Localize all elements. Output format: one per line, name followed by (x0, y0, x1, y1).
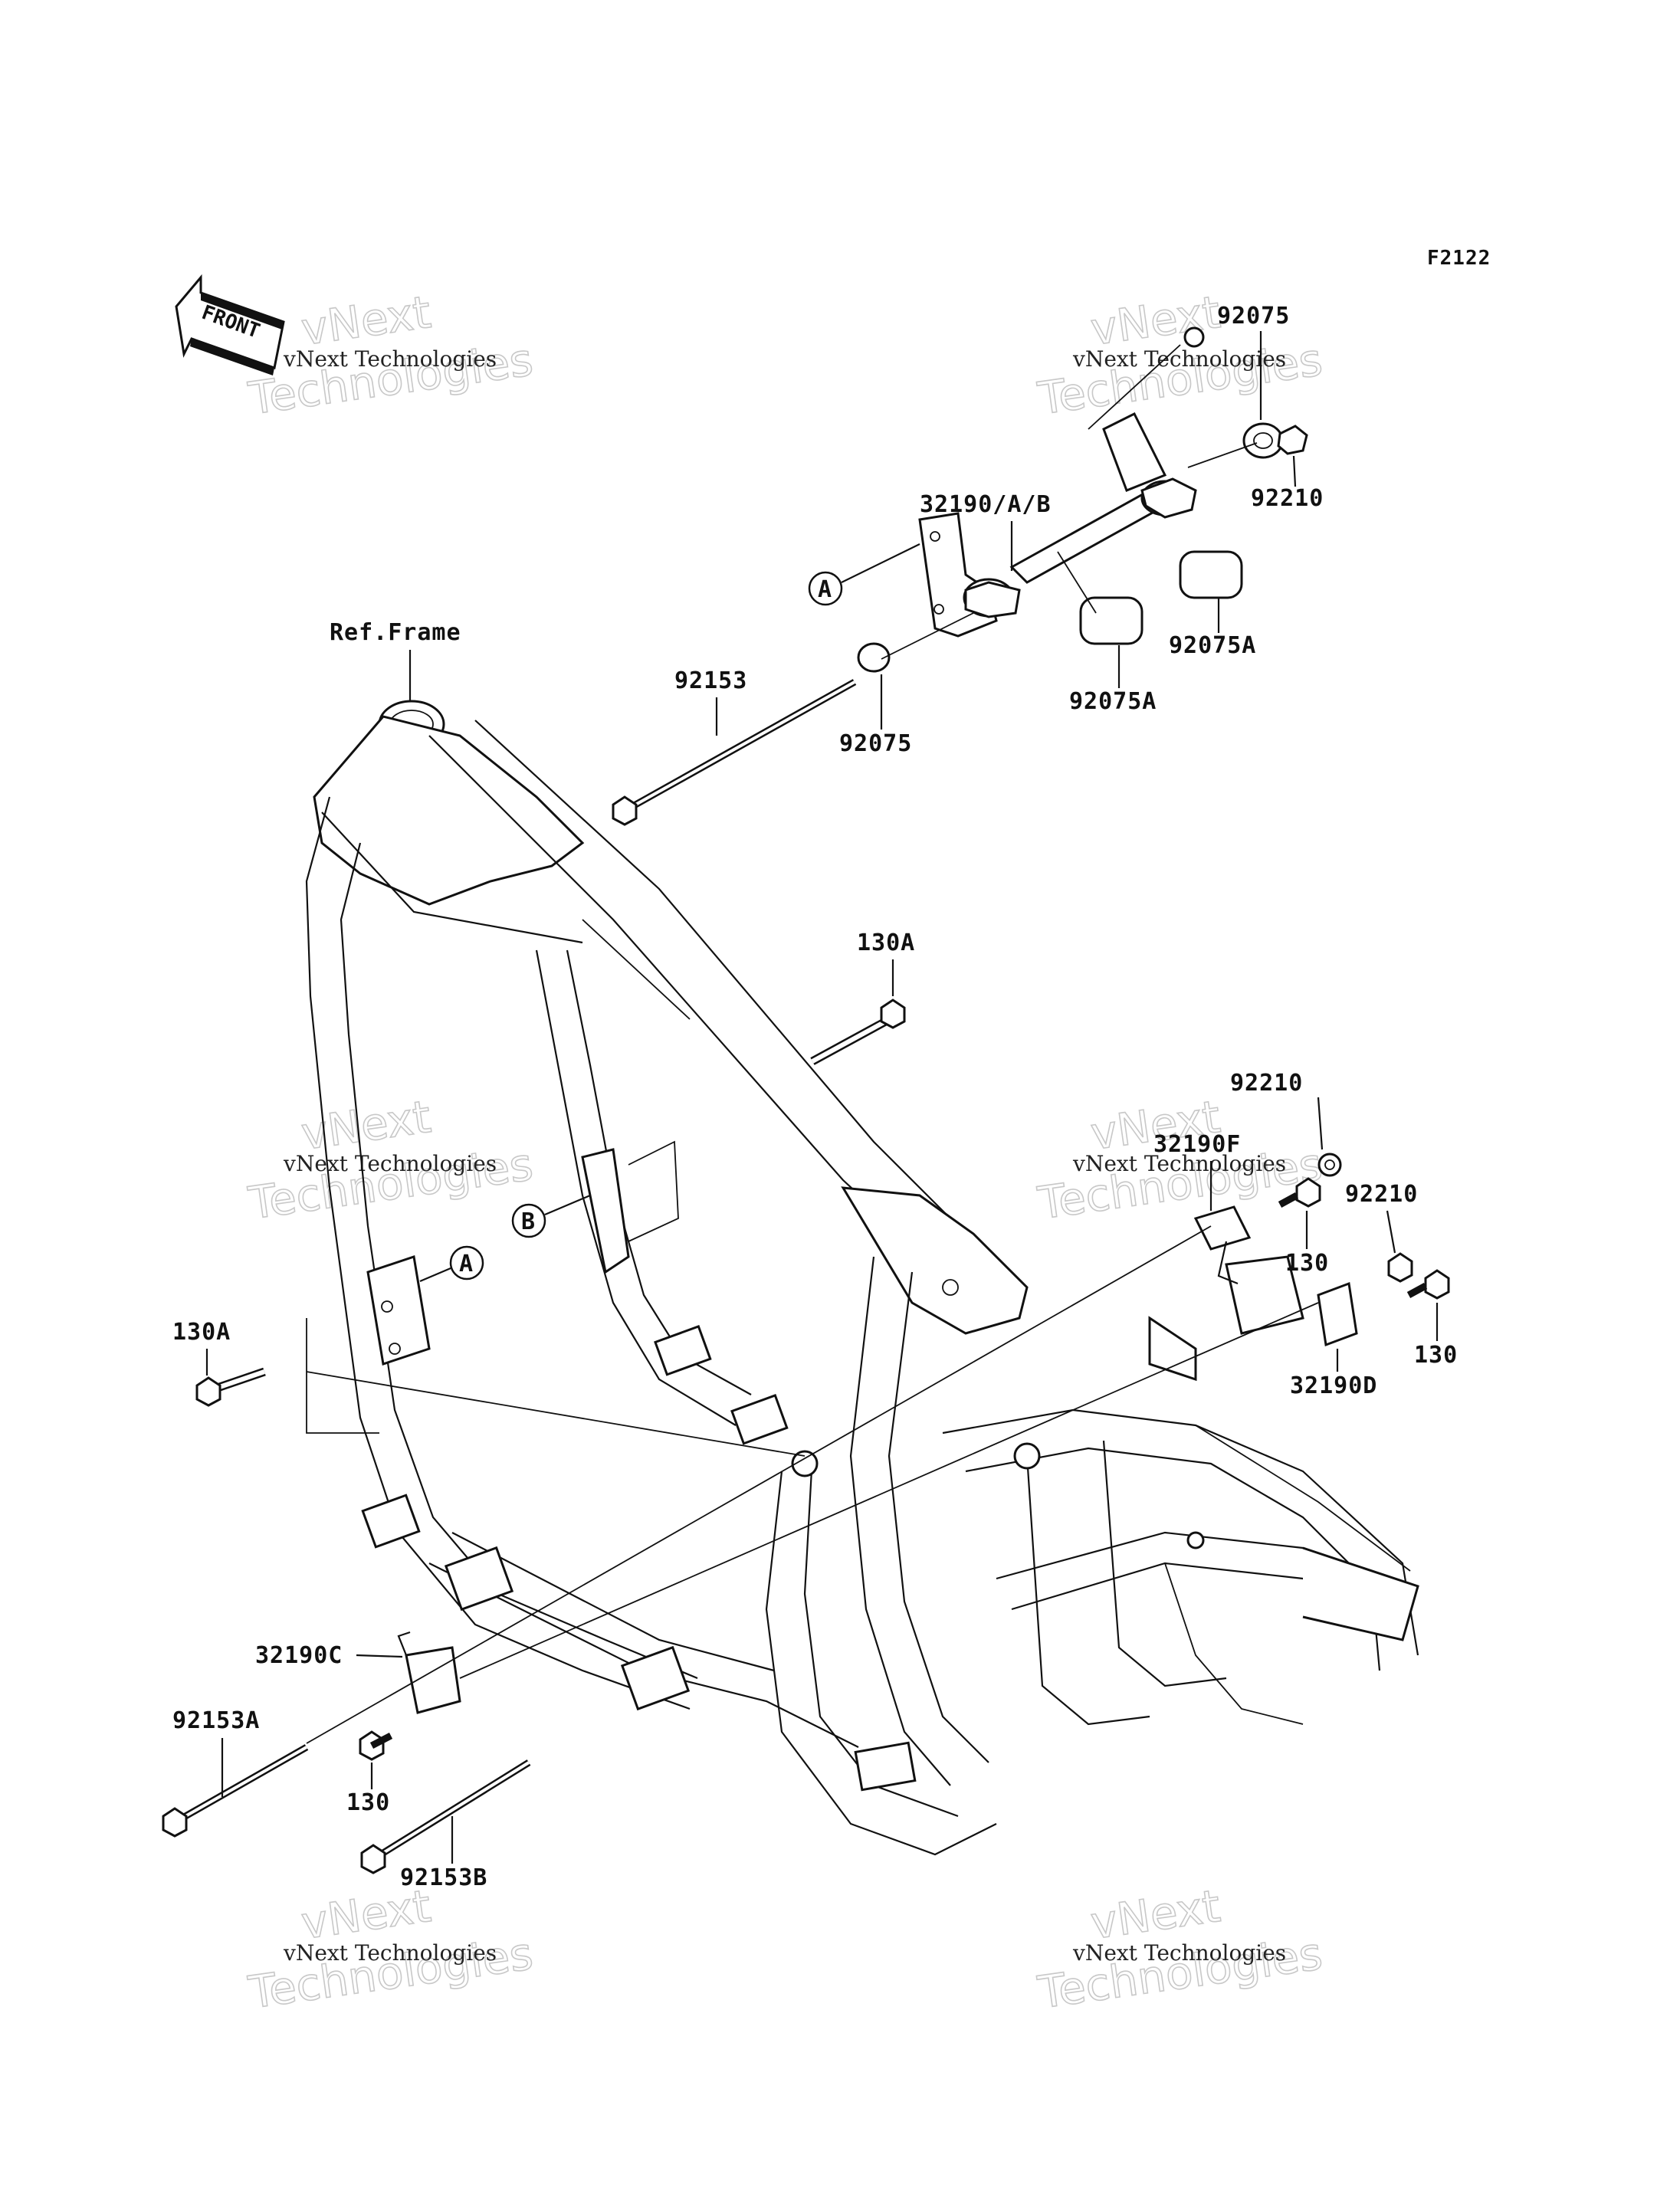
bolt-92153a (162, 1744, 309, 1838)
part-label-92075a-lower: 92075A (1069, 688, 1157, 715)
group-bracket-upper (1057, 551, 1097, 614)
nut-92210-r2 (1387, 1252, 1413, 1283)
ref-frame-label: Ref.Frame (330, 619, 461, 646)
part-label-92210-r1: 92210 (1230, 1070, 1303, 1097)
svg-text:A: A (818, 576, 832, 603)
centerlines (306, 344, 1319, 1744)
svg-text:vNext: vNext (1088, 286, 1223, 356)
group-bracket-b (628, 1140, 679, 1242)
svg-text:A: A (459, 1251, 474, 1277)
watermark-small: vNext Technologies (283, 1940, 497, 1966)
bracket-32190d (1317, 1281, 1358, 1347)
part-label-32190d: 32190D (1290, 1372, 1377, 1399)
washer-92210-r1 (1317, 1153, 1342, 1177)
watermark-small: vNext Technologies (1072, 1940, 1286, 1966)
svg-text:B: B (521, 1208, 536, 1235)
part-label-130a-left: 130A (172, 1319, 231, 1346)
svg-text:vNext: vNext (298, 1090, 434, 1160)
part-label-32190f: 32190F (1153, 1131, 1241, 1158)
part-label-92153b: 92153B (400, 1864, 487, 1891)
part-label-92210-top: 92210 (1251, 485, 1324, 512)
part-label-92075-mid: 92075 (839, 730, 912, 757)
motorcycle-frame (305, 700, 1419, 1856)
part-label-92210-r2: 92210 (1345, 1181, 1418, 1208)
watermark-small: vNext Technologies (283, 346, 497, 372)
front-arrow-icon: FRONT (175, 274, 285, 375)
bolt-92153b (360, 1759, 531, 1874)
watermark-small: vNext Technologies (1072, 346, 1286, 372)
part-label-130-r1: 130 (1285, 1250, 1329, 1277)
part-label-92153a: 92153A (172, 1707, 260, 1734)
part-label-130-r2: 130 (1414, 1342, 1458, 1369)
part-label-32190c: 32190C (255, 1642, 343, 1669)
callout-a-lower: A (419, 1245, 484, 1283)
part-label-92075a-right: 92075A (1169, 632, 1256, 659)
callout-a-upper: A (808, 543, 920, 606)
bolt-92153 (612, 679, 857, 826)
svg-text:vNext: vNext (1088, 1880, 1223, 1949)
bracket-32190f (1193, 1205, 1252, 1285)
part-label-130-bottom: 130 (346, 1789, 390, 1816)
bolt-130-bottom (359, 1730, 393, 1761)
callout-b: B (511, 1194, 591, 1238)
watermark-small: vNext Technologies (1072, 1151, 1286, 1176)
part-label-92153: 92153 (674, 667, 747, 694)
figure-code: F2122 (1427, 247, 1491, 270)
part-label-92075-top: 92075 (1217, 303, 1290, 330)
bolt-130a-left (195, 1367, 266, 1407)
watermark-big-1: vNext (298, 286, 434, 356)
upper-engine-hanger (857, 326, 1308, 673)
part-label-130a-upper: 130A (857, 930, 915, 956)
watermark-small: vNext Technologies (283, 1151, 497, 1176)
part-label-32190ab: 32190/A/B (920, 491, 1052, 518)
bolt-130a-upper (810, 998, 906, 1065)
bolt-130-r2 (1406, 1269, 1450, 1300)
bolt-130-r1 (1278, 1177, 1321, 1208)
group-bracket-left (306, 1318, 379, 1434)
